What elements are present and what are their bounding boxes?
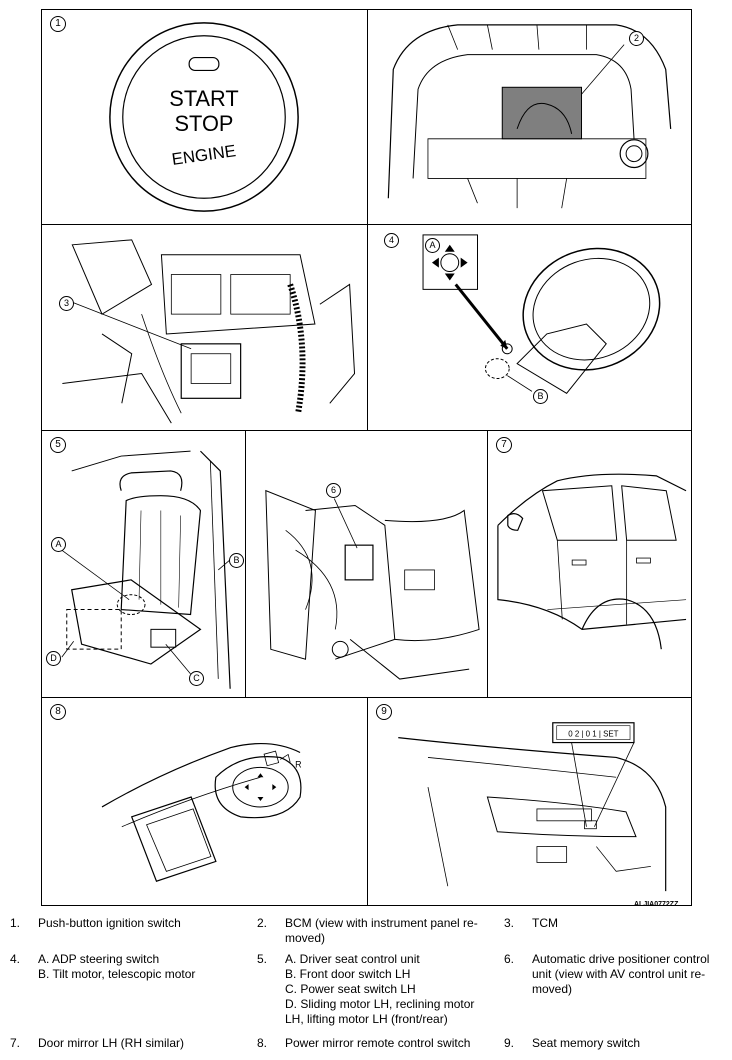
instrument-panel-drawing (387, 24, 672, 209)
panel-number: 5 (50, 437, 66, 453)
callout-2: 2 (629, 31, 644, 46)
panel-9-seat-memory-switch: 0 2 | 0 1 | SET 9 (367, 697, 692, 906)
seat-drawing (61, 450, 233, 689)
steering-wheel-drawing (422, 234, 661, 395)
panel-2-bcm: 2 2 (367, 9, 692, 225)
callout-6: 6 (326, 483, 341, 498)
callout-5a: A (51, 537, 66, 552)
callout-5c: C (189, 671, 204, 686)
panel-3-tcm: 3 3 (41, 224, 368, 431)
callout-5b: B (229, 553, 244, 568)
panel-1-ignition-switch: 1 START STOP ENGINE (41, 9, 368, 225)
svg-text:R: R (295, 759, 302, 769)
panel-8-mirror-remote-switch: R 8 (41, 697, 368, 906)
memory-switch-label: 0 2 | 0 1 | SET (568, 730, 618, 739)
callout-3: 3 (59, 296, 74, 311)
start-label: START (169, 86, 238, 111)
panel-7-door-mirror: 7 (487, 430, 692, 698)
panel-number: 8 (50, 704, 66, 720)
callout-4: 4 (384, 233, 399, 248)
callout-4a: A (425, 238, 440, 253)
figure-code: ALJIA0772ZZ (634, 901, 679, 908)
tcm-drawing (62, 239, 356, 424)
callout-4b: B (533, 389, 548, 404)
panel-number: 9 (376, 704, 392, 720)
panel-6-adp-control-unit: 6 6 (245, 430, 488, 698)
door-trim-drawing: 0 2 | 0 1 | SET (398, 722, 667, 892)
legend: 1. Push-button ignition switch 2. BCM (v… (10, 916, 710, 1050)
engine-label: ENGINE (171, 141, 238, 169)
ignition-button-drawing: START STOP ENGINE (109, 22, 299, 212)
mirror-switch-drawing: R (101, 743, 302, 882)
stop-label: STOP (175, 111, 234, 136)
panel-number: 7 (496, 437, 512, 453)
adp-unit-drawing (265, 489, 480, 680)
panel-4-adp-steering: 4 A B 4 (367, 224, 692, 431)
car-drawing (497, 473, 687, 650)
panel-5-seat: 5 A B C D (41, 430, 246, 698)
callout-5d: D (46, 651, 61, 666)
panel-number: 1 (50, 16, 66, 32)
